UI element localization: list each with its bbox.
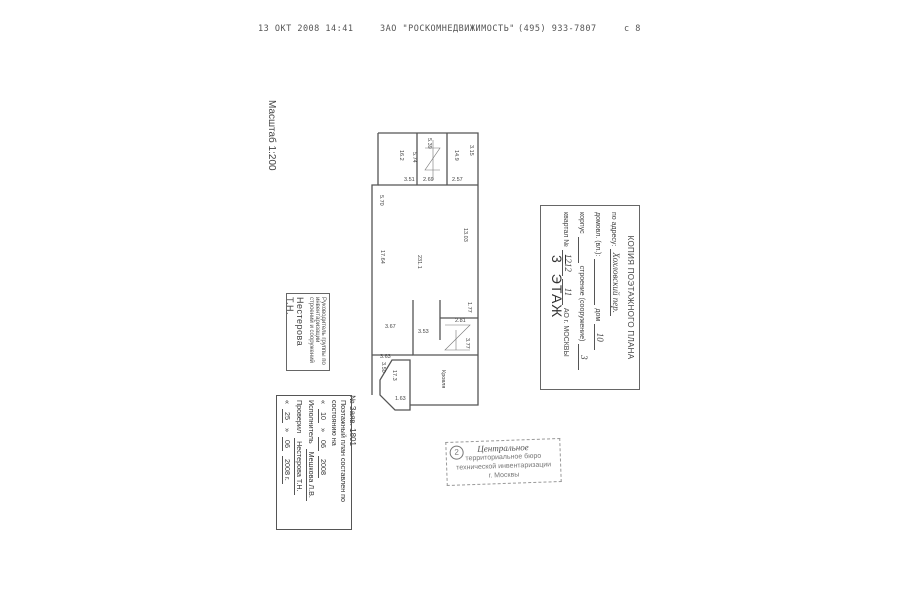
plan-outer-wall xyxy=(378,132,479,411)
fax-company: ЗАО "РОСКОМНЕДВИЖИМОСТЬ" xyxy=(380,24,515,34)
dim-label: 5.70 xyxy=(378,195,384,206)
dim-label: 2.57 xyxy=(452,177,463,183)
floor-number: 3 xyxy=(549,255,565,264)
address-label: по адресу: xyxy=(610,212,617,247)
area-label: 16.2 xyxy=(398,150,404,161)
area-label: 14.9 xyxy=(453,150,459,161)
dim-label: 3.77 xyxy=(464,338,470,349)
roof-label: Кровля xyxy=(440,370,446,388)
dim-label: 3.67 xyxy=(385,324,396,330)
plan-left-wall xyxy=(371,133,379,395)
area-label: 231.1 xyxy=(416,255,422,269)
dim-label: 17.64 xyxy=(379,250,385,264)
supervisor-title: Руководитель группы по инвентаризации ст… xyxy=(308,297,326,365)
supervisor-stamp: Руководитель группы по инвентаризации ст… xyxy=(285,293,330,371)
domovl-label: домовл. (вл.): xyxy=(594,212,601,257)
executor-name: Мешкова Л.В. xyxy=(306,448,316,501)
dim-label: 3.53 xyxy=(418,329,429,335)
dim-label: 5.74 xyxy=(411,152,417,163)
fax-datetime: 13 ОКТ 2008 14:41 xyxy=(258,24,354,34)
dom-value: 10 xyxy=(594,324,605,351)
executor-label: Исполнитель xyxy=(307,400,316,444)
dim-label: 3.51 xyxy=(404,177,415,183)
stroenie-value: 3 xyxy=(578,344,589,371)
dim-label: 13.03 xyxy=(462,228,468,242)
floor-text: ЭТАЖ xyxy=(549,273,565,319)
floor-label: 3ЭТАЖ xyxy=(545,255,565,345)
korpus-label: корпус xyxy=(578,212,585,234)
date1-year: 2008 xyxy=(318,456,328,478)
bti-stamp: 2 Центральное территориальное бюро техни… xyxy=(445,438,562,486)
stamp-title: КОПИЯ ПОЭТАЖНОГО ПЛАНА xyxy=(626,235,635,360)
info-box: Поэтажный план составлен по состоянию на… xyxy=(276,395,352,530)
fax-page: с 8 xyxy=(624,24,641,34)
info-line: Поэтажный план составлен по состоянию на xyxy=(330,400,348,503)
dim-label: 1.63 xyxy=(395,396,406,402)
kvartal-label: квартал № xyxy=(562,212,569,247)
supervisor-name: Нестерова Т.Н. xyxy=(285,297,305,347)
date1-month: 06 xyxy=(318,437,328,451)
dim-label: 5.39 xyxy=(426,138,432,149)
area-label: 17.3 xyxy=(391,370,397,381)
date2-year: 2008 г. xyxy=(282,456,292,484)
stroenie-label: строение (сооружение) xyxy=(578,265,585,342)
date1-day: 10 xyxy=(318,409,328,423)
date2-day: 25 xyxy=(282,409,292,423)
date2-month: 06 xyxy=(282,437,292,451)
dim-label: 3.63 xyxy=(380,354,391,360)
dim-label: 3.50 xyxy=(380,362,386,373)
dim-label: 2.69 xyxy=(423,177,434,183)
dim-label: 2.81 xyxy=(455,318,466,324)
checked-name: Нестерова Т.Н. xyxy=(294,438,304,495)
dim-label: 1.77 xyxy=(466,302,472,313)
dim-label: 3.15 xyxy=(468,145,474,156)
address-value: Хохловский пер. xyxy=(610,249,621,316)
dom-label: дом xyxy=(594,308,601,322)
fax-phone: (495) 933-7807 xyxy=(518,24,597,34)
checked-label: Проверил xyxy=(295,400,304,434)
